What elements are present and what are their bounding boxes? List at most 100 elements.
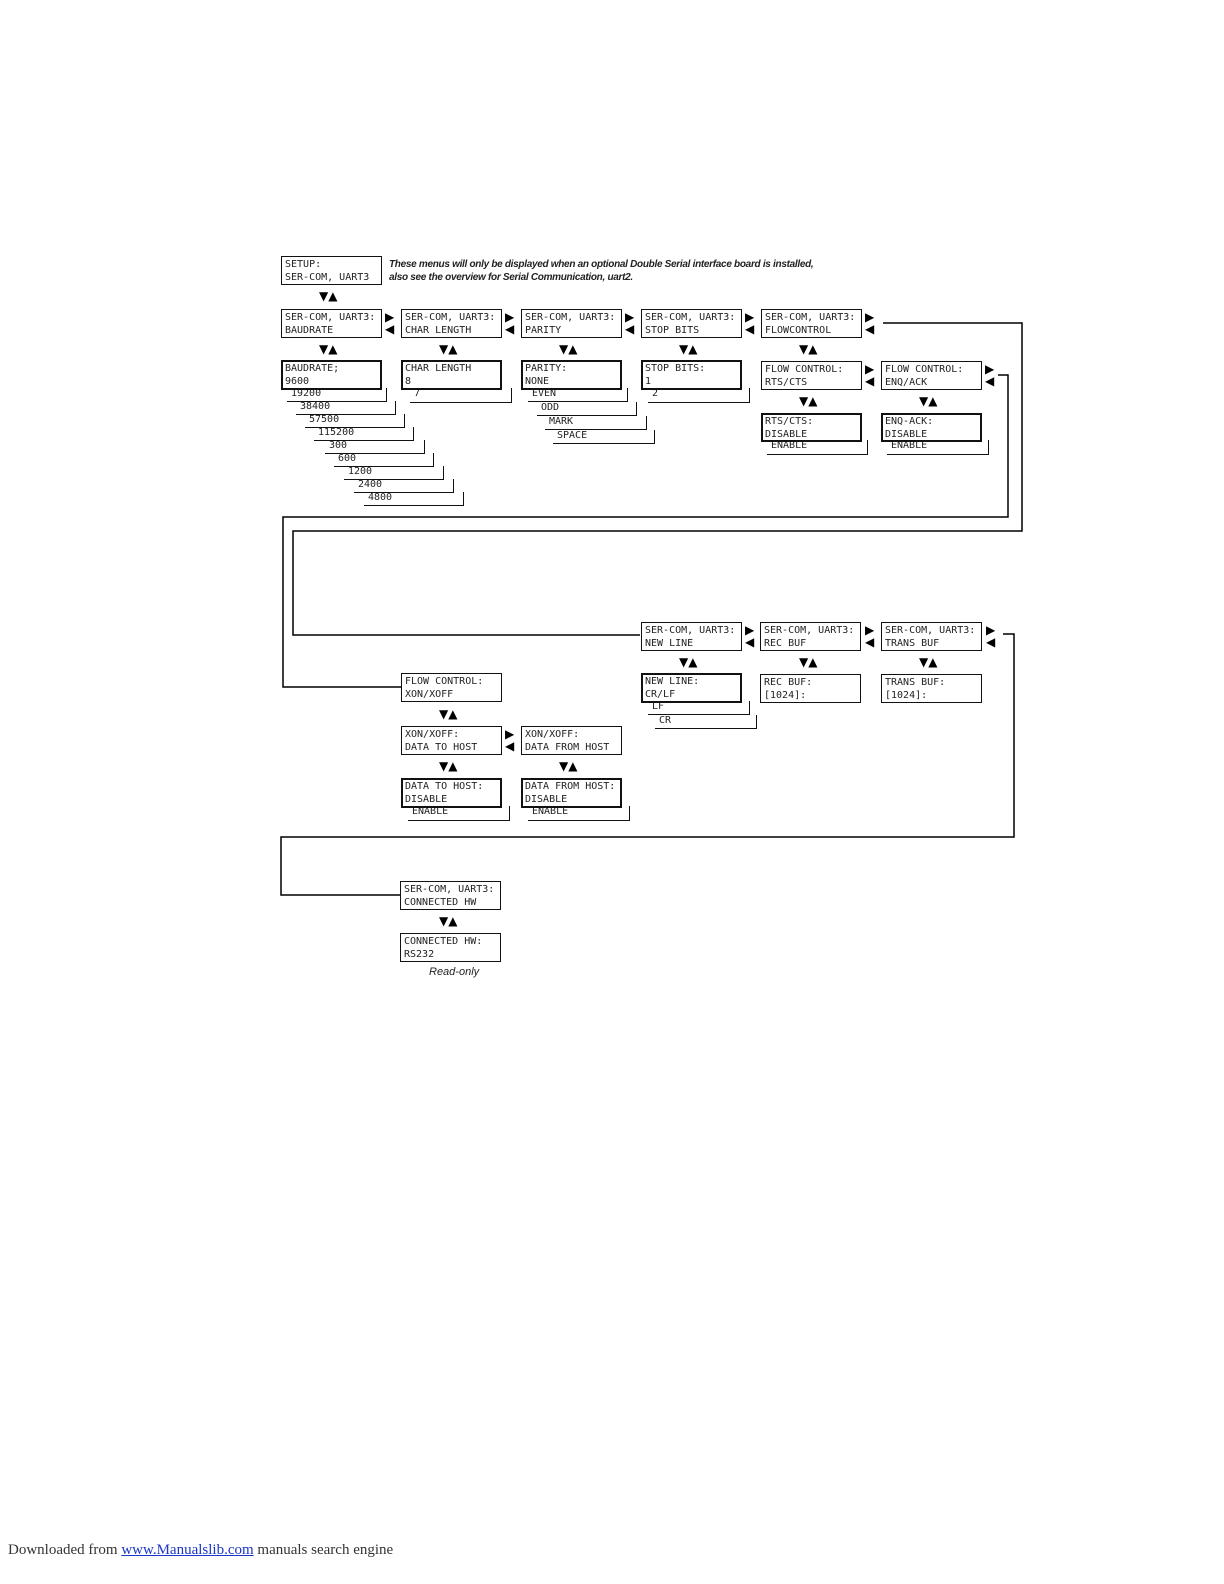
updown-arrow-icon: ▼▲ xyxy=(439,914,458,928)
menu-line-1: SER-COM, UART3: xyxy=(405,312,496,323)
data-from-host-option: ENABLE xyxy=(528,806,630,821)
footer-suffix: manuals search engine xyxy=(253,1542,394,1558)
setting-line-2: [1024]: xyxy=(764,690,807,701)
setup-menu-box: SETUP: SER-COM, UART3 xyxy=(281,256,382,285)
baudrate-option: 2400 xyxy=(354,479,454,493)
menu-line-2: BAUDRATE xyxy=(285,325,334,336)
parity-option: SPACE xyxy=(553,430,655,444)
setting-line-2: RS232 xyxy=(404,949,435,960)
setting-line-2: CR/LF xyxy=(645,689,676,700)
setting-line-1: DATA FROM HOST: xyxy=(525,781,616,792)
setting-line-2: 9600 xyxy=(285,376,310,387)
right-arrow-icon: ▶ xyxy=(505,727,515,741)
menu-line-2: FLOWCONTROL xyxy=(765,325,832,336)
stop-bits-setting-box: STOP BITS: 1 xyxy=(641,360,742,390)
right-arrow-icon: ▶ xyxy=(986,623,996,637)
note-line-1: These menus will only be displayed when … xyxy=(389,259,814,270)
menu-line-1: SER-COM, UART3: xyxy=(285,312,376,323)
connected-hw-menu-box: SER-COM, UART3: CONNECTED HW xyxy=(400,881,501,910)
updown-arrow-icon: ▼▲ xyxy=(559,759,578,773)
menu-line-2: REC BUF xyxy=(764,638,807,649)
parity-option: EVEN xyxy=(528,388,628,402)
rec-buf-menu-box: SER-COM, UART3: REC BUF xyxy=(760,622,861,651)
parity-menu-box: SER-COM, UART3: PARITY xyxy=(521,309,622,338)
right-arrow-icon: ▶ xyxy=(985,362,995,376)
updown-arrow-icon: ▼▲ xyxy=(679,655,698,669)
setting-line-2: DATA FROM HOST xyxy=(525,742,610,753)
setting-line-1: STOP BITS: xyxy=(645,363,706,374)
setting-line-2: XON/XOFF xyxy=(405,689,454,700)
setting-line-1: DATA TO HOST: xyxy=(405,781,484,792)
updown-arrow-icon: ▼▲ xyxy=(799,655,818,669)
left-arrow-icon: ◀ xyxy=(986,635,996,649)
setup-line-1: SETUP: xyxy=(285,259,322,270)
right-arrow-icon: ▶ xyxy=(505,310,515,324)
setting-line-2: DISABLE xyxy=(525,794,568,805)
left-arrow-icon: ◀ xyxy=(865,374,875,388)
setting-line-1: RTS/CTS: xyxy=(765,416,814,427)
read-only-label: Read-only xyxy=(429,966,480,978)
baudrate-option: 4800 xyxy=(364,492,464,506)
menu-line-2: STOP BITS xyxy=(645,325,700,336)
baudrate-option: 57500 xyxy=(305,414,405,428)
new-line-menu-box: SER-COM, UART3: NEW LINE xyxy=(641,622,742,651)
setup-line-2: SER-COM, UART3 xyxy=(285,272,370,283)
enq-ack-setting-box: ENQ-ACK: DISABLE xyxy=(881,413,982,442)
setting-line-1: BAUDRATE; xyxy=(285,363,340,374)
left-arrow-icon: ◀ xyxy=(505,322,515,336)
updown-arrow-icon: ▼▲ xyxy=(439,342,458,356)
char-length-setting-box: CHAR LENGTH 8 xyxy=(401,360,502,390)
setting-line-1: REC BUF: xyxy=(764,677,813,688)
right-arrow-icon: ▶ xyxy=(745,310,755,324)
setting-line-1: TRANS BUF: xyxy=(885,677,946,688)
new-line-option: LF xyxy=(648,701,750,715)
setting-line-1: NEW LINE: xyxy=(645,676,700,687)
updown-arrow-icon: ▼▲ xyxy=(439,759,458,773)
setting-line-1: FLOW CONTROL: xyxy=(885,364,964,375)
manualslib-link[interactable]: www.Manualslib.com xyxy=(121,1542,254,1558)
menu-line-2: PARITY xyxy=(525,325,562,336)
setting-line-2: DISABLE xyxy=(885,429,928,440)
data-from-host-setting-box: DATA FROM HOST: DISABLE xyxy=(521,778,622,808)
flow-control-rts-box: FLOW CONTROL: RTS/CTS xyxy=(761,361,862,390)
footer-prefix: Downloaded from xyxy=(8,1542,122,1558)
menu-line-1: SER-COM, UART3: xyxy=(645,625,736,636)
parity-setting-box: PARITY: NONE xyxy=(521,360,622,390)
menu-line-1: SER-COM, UART3: xyxy=(404,884,495,895)
left-arrow-icon: ◀ xyxy=(985,374,995,388)
setting-line-2: 1 xyxy=(645,376,652,387)
updown-arrow-icon: ▼▲ xyxy=(799,342,818,356)
rec-buf-setting-box: REC BUF: [1024]: xyxy=(760,674,861,703)
left-arrow-icon: ◀ xyxy=(745,322,755,336)
rts-cts-setting-box: RTS/CTS: DISABLE xyxy=(761,413,862,442)
xon-data-to-host-box: XON/XOFF: DATA TO HOST xyxy=(401,726,502,755)
setting-line-2: ENQ/ACK xyxy=(885,377,928,388)
menu-line-2: CHAR LENGTH xyxy=(405,325,472,336)
right-arrow-icon: ▶ xyxy=(625,310,635,324)
updown-arrow-icon: ▼▲ xyxy=(799,394,818,408)
menu-line-1: SER-COM, UART3: xyxy=(885,625,976,636)
new-line-option: CR xyxy=(655,715,757,729)
note-line-2: also see the overview for Serial Communi… xyxy=(389,272,633,283)
updown-arrow-icon: ▼▲ xyxy=(439,707,458,721)
char-length-option: 7 xyxy=(410,388,512,403)
right-arrow-icon: ▶ xyxy=(865,623,875,637)
trans-buf-setting-box: TRANS BUF: [1024]: xyxy=(881,674,982,703)
updown-arrow-icon: ▼▲ xyxy=(919,655,938,669)
flow-control-enq-box: FLOW CONTROL: ENQ/ACK xyxy=(881,361,982,390)
left-arrow-icon: ◀ xyxy=(385,322,395,336)
baudrate-option: 300 xyxy=(325,440,425,454)
right-arrow-icon: ▶ xyxy=(865,310,875,324)
menu-line-1: SER-COM, UART3: xyxy=(764,625,855,636)
baudrate-option: 600 xyxy=(334,453,434,467)
setting-line-2: NONE xyxy=(525,376,550,387)
baudrate-option: 1200 xyxy=(344,466,444,480)
left-arrow-icon: ◀ xyxy=(745,635,755,649)
baudrate-option: 19200 xyxy=(287,388,387,402)
right-arrow-icon: ▶ xyxy=(745,623,755,637)
setting-line-2: DISABLE xyxy=(765,429,808,440)
right-arrow-icon: ▶ xyxy=(865,362,875,376)
menu-line-1: SER-COM, UART3: xyxy=(525,312,616,323)
setting-line-1: FLOW CONTROL: xyxy=(405,676,484,687)
